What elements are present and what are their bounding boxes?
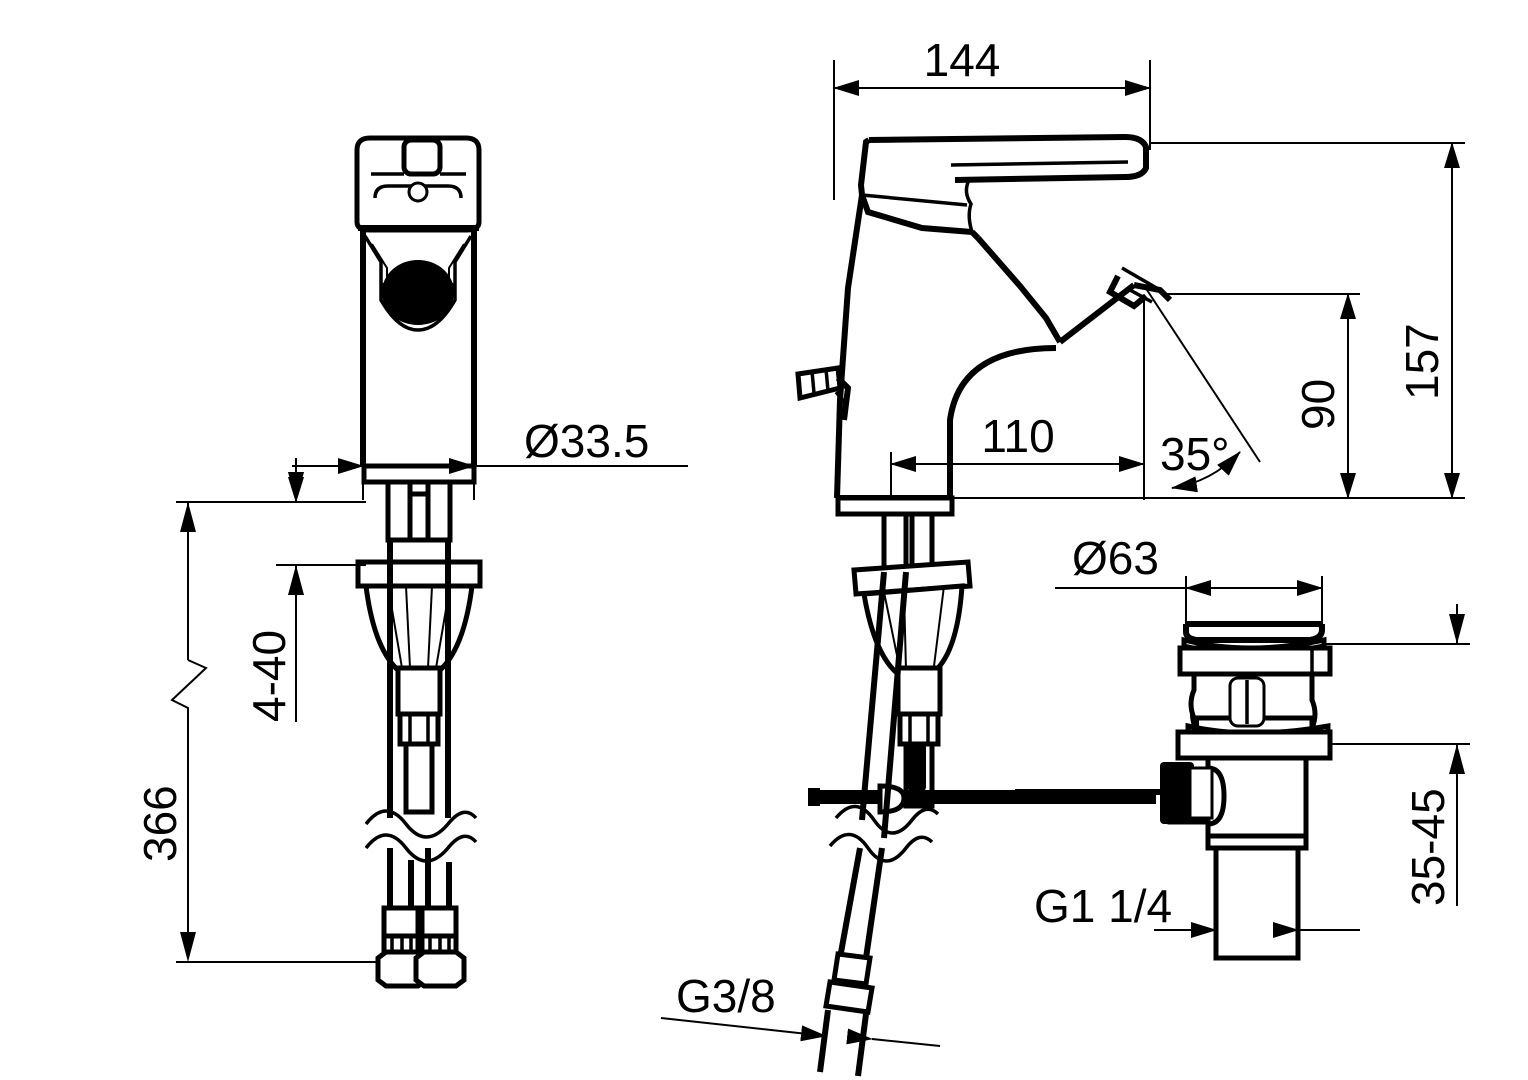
drain-barrel — [1015, 755, 1309, 961]
side-lever-handle — [857, 133, 1149, 241]
drain-top-cap — [1177, 621, 1333, 677]
dim-spout-height-90: 90 — [1163, 293, 1360, 499]
dim-width-144: 144 — [833, 34, 1151, 200]
dim-hose-length-366: 366 — [134, 501, 378, 963]
dim-projection-110: 110 — [890, 300, 1145, 500]
dim-label-hose-366: 366 — [134, 785, 186, 862]
dim-angle-35: 35° — [1146, 289, 1261, 493]
dim-height-157: 157 — [950, 142, 1465, 499]
dim-label-mounting-4-40: 4-40 — [243, 630, 295, 722]
side-popup-linkage-rod — [808, 742, 1156, 815]
dim-label-spout-height-90: 90 — [1292, 379, 1344, 430]
dim-label-width-144: 144 — [924, 34, 1001, 86]
dim-label-projection-110: 110 — [981, 410, 1054, 462]
dim-label-angle-35: 35° — [1160, 428, 1230, 480]
front-handle-cap — [354, 135, 482, 233]
dim-label-height-157: 157 — [1396, 323, 1448, 400]
dim-label-drain-thread-g1-1-4: G1 1/4 — [1034, 880, 1172, 932]
side-supply-hoses — [817, 571, 940, 1077]
dim-drain-thread-g1-1-4: G1 1/4 — [1034, 880, 1360, 952]
dim-mounting-4-40: 4-40 — [243, 458, 366, 722]
front-flexible-hoses — [364, 540, 478, 989]
side-mounting-hardware — [835, 495, 973, 809]
pop-up-waste-assembly-view — [1015, 621, 1333, 961]
drain-view-dimensions: Ø63 35-45 G1 1/4 — [1034, 532, 1470, 952]
side-popup-lever-knob[interactable] — [795, 365, 852, 421]
side-view-dimensions: 144 157 90 110 35° — [660, 34, 1465, 1047]
dim-drain-height-35-45: 35-45 — [1324, 604, 1470, 906]
front-elevation-view — [354, 135, 483, 989]
dim-diameter-33-5: Ø33.5 — [292, 415, 688, 500]
front-body-column — [358, 225, 479, 466]
dim-drain-diameter-63: Ø63 — [1055, 532, 1323, 628]
dim-label-diameter-33-5: Ø33.5 — [524, 415, 649, 467]
side-elevation-view — [795, 133, 1173, 1077]
front-mounting-hardware — [355, 463, 483, 815]
dim-label-supply-thread-g3-8: G3/8 — [676, 970, 776, 1022]
front-view-dimensions: Ø33.5 4-40 366 — [134, 415, 688, 963]
dim-label-drain-height-35-45: 35-45 — [1402, 788, 1454, 906]
dim-label-drain-diameter-63: Ø63 — [1072, 532, 1159, 584]
front-spout-outlet — [363, 235, 473, 332]
dim-supply-thread-g3-8: G3/8 — [660, 970, 941, 1047]
drain-valve-spool — [1175, 671, 1333, 761]
